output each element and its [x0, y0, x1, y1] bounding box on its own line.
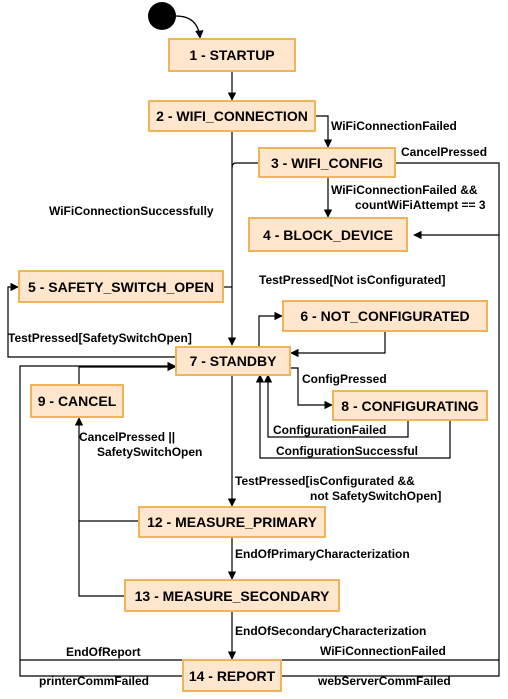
edge-measure-secondary-cancel [78, 521, 124, 597]
edge-configurating-failed [263, 374, 409, 438]
label-printer-comm-failed: printerCommFailed [39, 674, 150, 688]
label-report-wifi-failed: WiFiConnectionFailed [320, 644, 446, 658]
state-report: 14 - REPORT [182, 659, 282, 692]
label-test-safety-open: TestPressed[SafetySwitchOpen] [8, 331, 192, 345]
state-not-configurated: 6 - NOT_CONFIGURATED [282, 300, 488, 332]
label-test-measure-2: not SafetySwitchOpen] [310, 489, 442, 503]
state-standby: 7 - STANDBY [175, 346, 291, 376]
edge-wifi-connection-wifi-config [316, 115, 333, 148]
label-wifi-failed-attempt-2: countWiFiAttempt == 3 [355, 198, 486, 212]
label-test-not-configurated: TestPressed[Not isConfigurated] [259, 273, 446, 287]
edge-initial-startup [175, 15, 204, 39]
state-block-device: 4 - BLOCK_DEVICE [248, 217, 408, 252]
edge-wifi-config-standby [231, 162, 258, 169]
edge-report-block-device-2 [282, 660, 500, 677]
label-wifi-failed-attempt-1: WiFiConnectionFailed && [331, 183, 478, 197]
label-test-measure-1: TestPressed[isConfigurated && [235, 474, 415, 488]
state-safety-switch-open: 5 - SAFETY_SWITCH_OPEN [18, 270, 224, 303]
state-measure-secondary: 13 - MEASURE_SECONDARY [124, 579, 340, 612]
edge-report-standby [19, 361, 182, 677]
label-cancel-pressed: CancelPressed [401, 145, 488, 159]
label-cancel-or-safety-2: SafetySwitchOpen [97, 445, 203, 459]
state-wifi-connection: 2 - WIFI_CONNECTION [148, 100, 316, 132]
initial-node [148, 2, 176, 30]
label-wifi-connection-successfully: WiFiConnectionSuccessfully [49, 204, 214, 218]
label-config-pressed: ConfigPressed [302, 372, 387, 386]
label-webserver-comm-failed: webServerCommFailed [318, 674, 451, 688]
label-end-of-report: EndOfReport [66, 645, 141, 659]
state-configurating: 8 - CONFIGURATING [332, 390, 488, 421]
label-configuration-successful: ConfigurationSuccessful [276, 444, 419, 458]
edge-cancel-standby [78, 362, 176, 384]
edge-standby-not-configurated [258, 311, 283, 346]
state-cancel: 9 - CANCEL [30, 384, 124, 418]
edge-not-configurated-standby [290, 332, 386, 358]
edge-standby-configurating [290, 367, 333, 410]
label-cancel-or-safety-1: CancelPressed || [79, 430, 176, 444]
state-measure-primary: 12 - MEASURE_PRIMARY [138, 506, 326, 538]
state-wifi-config: 3 - WIFI_CONFIG [258, 147, 396, 178]
label-configuration-failed: ConfigurationFailed [273, 423, 387, 437]
label-end-primary: EndOfPrimaryCharacterization [235, 547, 410, 561]
label-wifi-connection-failed: WiFiConnectionFailed [331, 119, 457, 133]
edge-standby-safety [7, 282, 175, 358]
edge-configurating-successful [255, 374, 451, 459]
edge-wifi-config-cancel [394, 162, 500, 240]
label-end-secondary: EndOfSecondaryCharacterization [235, 624, 427, 638]
state-startup: 1 - STARTUP [168, 38, 296, 72]
